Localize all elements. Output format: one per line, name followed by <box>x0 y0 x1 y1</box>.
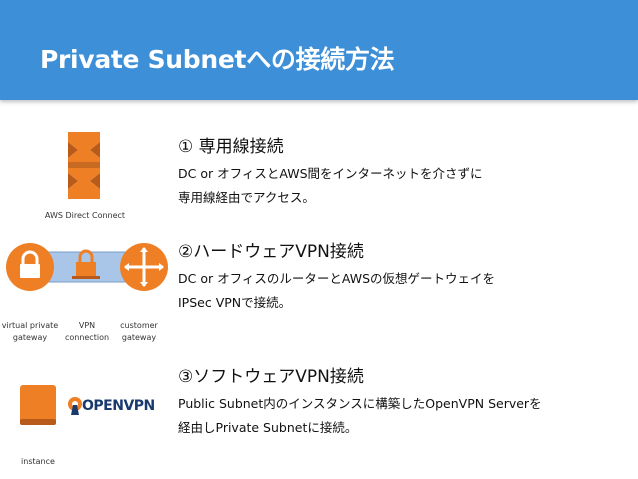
section-1-line-1: DC or オフィスとAWS間をインターネットを介さずに <box>178 166 483 181</box>
vpn-connection-caption: VPN connection <box>64 321 110 342</box>
slide-title: Private Subnetへの接続方法 <box>40 45 395 74</box>
virtual-private-gateway-icon <box>6 243 54 291</box>
openvpn-logo-icon <box>68 397 82 415</box>
section-2-title: ②ハードウェアVPN接続 <box>178 242 364 262</box>
instance-caption: instance <box>21 457 55 466</box>
direct-connect-caption: AWS Direct Connect <box>44 211 126 220</box>
vpn-connection-diagram <box>6 243 168 291</box>
section-1-line-2: 専用線経由でアクセス。 <box>178 190 315 205</box>
customer-gateway-icon <box>120 243 168 291</box>
openvpn-logo-text: OPENVPN <box>82 398 155 414</box>
section-3-title: ③ソフトウェアVPN接続 <box>178 367 364 387</box>
customer-gateway-caption: customer gateway <box>120 321 158 342</box>
instance-icon <box>20 385 56 425</box>
openvpn-wordmark: OPENVPN <box>82 398 155 414</box>
section-2-line-1: DC or オフィスのルーターとAWSの仮想ゲートウェイを <box>178 271 495 286</box>
section-3-line-1: Public Subnet内のインスタンスに構築したOpenVPN Server… <box>178 396 542 411</box>
section-2-line-2: IPSec VPNで接続。 <box>178 295 292 310</box>
virtual-private-gateway-caption: virtual private gateway <box>1 321 59 342</box>
section-1-title: ① 専用線接続 <box>178 137 284 157</box>
aws-direct-connect-icon <box>68 132 100 199</box>
slide-header: Private Subnetへの接続方法 <box>0 0 638 100</box>
vpn-lock-icon <box>72 249 100 279</box>
section-3-line-2: 経由しPrivate Subnetに接続。 <box>178 420 358 435</box>
